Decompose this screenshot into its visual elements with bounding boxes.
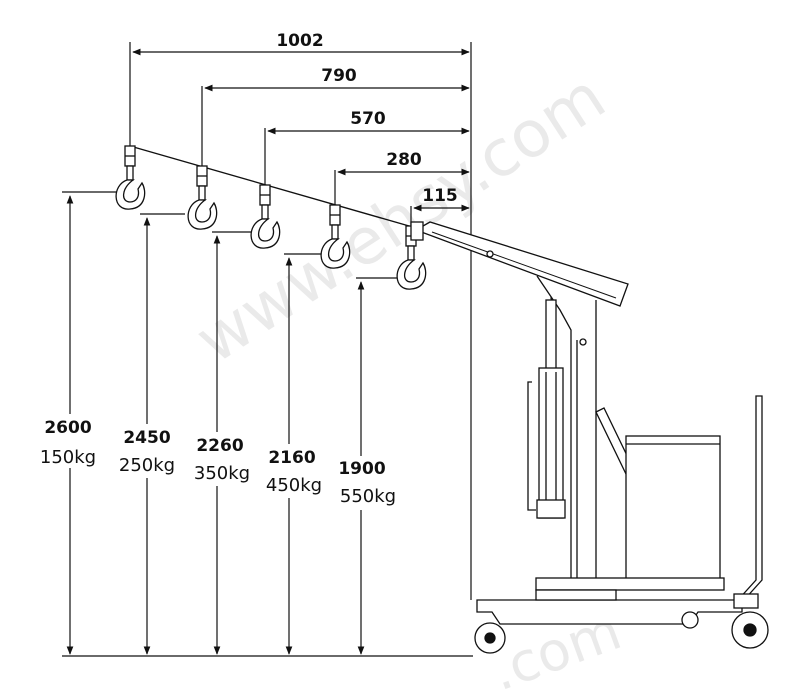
height-2450: 2450: [123, 428, 170, 448]
hook-icon: [320, 204, 351, 269]
load-450kg: 450kg: [266, 475, 322, 496]
height-2600: 2600: [44, 418, 91, 438]
hydraulic-cylinder: [538, 367, 564, 519]
height-2260: 2260: [196, 436, 243, 456]
handle-mount: [733, 593, 759, 609]
caster: [681, 611, 699, 629]
dim-label-280: 280: [386, 150, 422, 170]
hook-icon: [115, 145, 146, 210]
chassis: [476, 599, 743, 625]
boom-envelope-line: [129, 145, 431, 233]
hook-icon: [187, 165, 218, 230]
base-plate: [535, 577, 725, 591]
steering-handle[interactable]: [736, 395, 763, 601]
horizontal-dimensions: [129, 42, 470, 225]
height-2160: 2160: [268, 448, 315, 468]
dim-label-570: 570: [350, 109, 386, 129]
counterweight: [625, 435, 721, 581]
height-1900: 1900: [338, 459, 385, 479]
height-labels: 2600 150kg 2450 250kg 2260 350kg 2160 45…: [34, 414, 404, 510]
boom-tip: [410, 221, 424, 241]
dim-label-115: 115: [422, 186, 458, 206]
hook-icon: [250, 184, 281, 249]
load-150kg: 150kg: [40, 447, 96, 468]
horizontal-dimension-labels: 1002 790 570 280 115: [276, 31, 457, 206]
load-250kg: 250kg: [119, 455, 175, 476]
boom-bolt-icon: [486, 250, 494, 258]
crane-body: [410, 221, 769, 654]
dim-label-1002: 1002: [276, 31, 323, 51]
cylinder-rod: [545, 299, 557, 371]
dim-label-790: 790: [321, 66, 357, 86]
load-350kg: 350kg: [194, 463, 250, 484]
load-550kg: 550kg: [340, 486, 396, 507]
